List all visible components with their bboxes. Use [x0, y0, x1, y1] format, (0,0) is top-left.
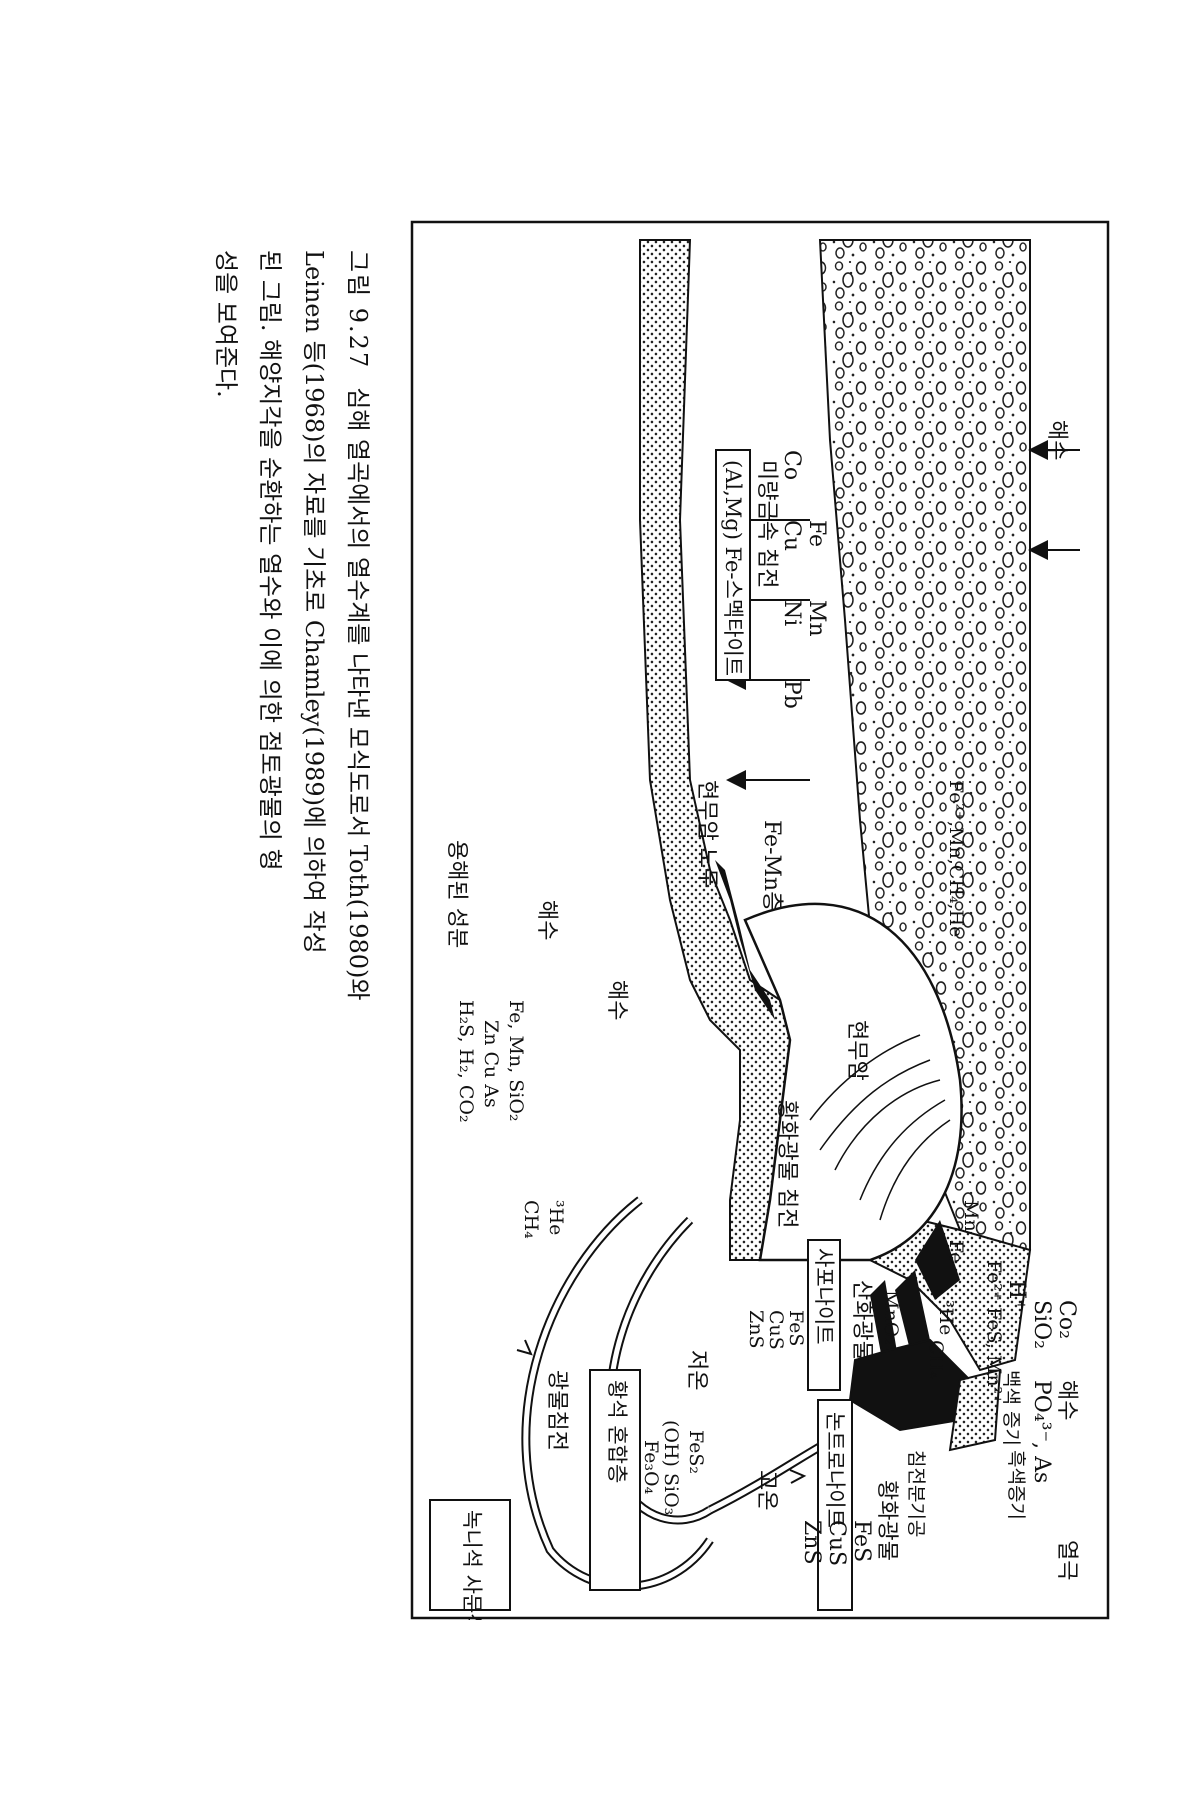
label-sulfide-zns: ZnS — [799, 1520, 824, 1565]
label-fes2: FeS₂ — [685, 1430, 707, 1474]
label-metal-co: Co — [779, 450, 804, 480]
label-metal-ni: Ni — [779, 600, 804, 626]
label-saponite: 사포나이트 — [812, 1248, 836, 1345]
anhydrite-box — [589, 1369, 641, 1591]
label-fes-mn: Fe²⁺ FeS, Mn²⁺ — [983, 1260, 1005, 1404]
label-seawater-flow2: 해수 — [534, 900, 559, 940]
figure-caption: 그림 9.27 심해 열곡에서의 열수계를 나타낸 모식도로서 Toth(1980… — [204, 250, 380, 1610]
fe-smectite-box — [715, 449, 751, 681]
label-po4-as: PO₄³⁻, As — [1029, 1380, 1054, 1483]
caption-text-1: 심해 열곡에서의 열수계를 나타낸 모식도로서 Toth(1980)와 — [344, 387, 372, 1001]
sulfide-streaks — [915, 1220, 960, 1300]
label-nontronite: 논트로나이트 — [823, 1412, 847, 1528]
label-crust-gases: Fe²⁺,Mn,CH₄,He — [945, 780, 967, 937]
rotated-content: 해수 미량금속 침전 Fe Mn Cu Ni Pb Co (Al,Mg) Fe-… — [210, 220, 1110, 1620]
label-high-temp: 고온 — [754, 1470, 779, 1510]
label-mno2: MnO₂ — [880, 1290, 902, 1345]
label-oh-sio3: (OH) SiO₃ — [660, 1420, 682, 1515]
label-ch4: CH₄ — [925, 1340, 947, 1379]
label-fe3o4: Fe₃O₄ — [640, 1440, 662, 1495]
label-ch4-deep: CH₄ — [520, 1200, 542, 1239]
label-metal-cu: Cu — [779, 520, 804, 551]
figure-number: 그림 9.27 — [344, 250, 372, 370]
label-sulfide-top: 황화광물 — [874, 1480, 899, 1561]
label-dissolved: 용해된 성분 — [444, 840, 469, 948]
caption-line-2: Leinen 등(1968)의 자료를 기초로 Chamley(1989)에 의… — [300, 250, 328, 954]
label-sio2: SiO₂ — [1029, 1300, 1054, 1349]
label-mineral-precip: 광물침전 — [544, 1370, 569, 1451]
caption-line-3: 된 그림. 해양지각을 순환하는 열수와 이에 의한 점토광물의 형 — [256, 250, 284, 871]
label-seawater-flow1: 해수 — [604, 980, 629, 1020]
label-fluid-comp-1: Fe, Mn, SiO₂ — [505, 1000, 527, 1122]
label-basalt: 현무암 — [844, 1020, 869, 1081]
label-sulfide-cus: CuS — [824, 1520, 849, 1566]
label-basalt-outcrop: 현무암 노두 — [694, 780, 719, 888]
label-white-vapor: 백색 증기 — [1000, 1370, 1022, 1446]
label-fe: Fe — [945, 1240, 967, 1263]
label-metal-fe: Fe — [804, 520, 829, 547]
label-mn: Mn — [960, 1200, 982, 1232]
basalt-profile — [639, 239, 792, 1261]
label-sulfide-fes: FeS — [849, 1520, 874, 1562]
atacamite-box — [429, 1499, 511, 1611]
label-h-plus: H⁺ — [1004, 1280, 1029, 1311]
nontronite-box — [817, 1399, 853, 1611]
hydrothermal-diagram: 해수 미량금속 침전 Fe Mn Cu Ni Pb Co (Al,Mg) Fe-… — [410, 220, 1110, 1620]
saponite-box — [807, 1239, 841, 1391]
label-anhydrite-mix: 황석 혼합층 — [605, 1380, 629, 1483]
label-precip-chimney: 침전분기공 — [905, 1450, 927, 1537]
label-seawater-top: 해수 — [1054, 1380, 1079, 1420]
label-fluid-comp-3: H₂S, H₂, CO₂ — [455, 1000, 477, 1123]
label-rift: 열극 — [1054, 1540, 1079, 1580]
label-sulfide-precip: 황화광물 침전 — [774, 1100, 799, 1228]
basalt-dome — [743, 902, 963, 1262]
caption-line-4: 성을 보여준다. — [212, 250, 240, 398]
label-trace-metal-precip: 미량금속 침전 — [754, 460, 779, 588]
label-saponite-cus: CuS — [765, 1310, 787, 1350]
label-fluid-comp-2: Zn Cu As — [480, 1020, 502, 1108]
caption-line-1: 그림 9.27 심해 열곡에서의 열수계를 나타낸 모식도로서 Toth(1980… — [336, 250, 380, 1610]
label-saponite-fes: FeS — [785, 1310, 807, 1346]
label-low-temp: 저온 — [684, 1350, 709, 1390]
label-co2: Co₂ — [1054, 1300, 1079, 1339]
label-black-vapor: 흑색증기 — [1005, 1450, 1027, 1520]
label-fe-smectite: (Al,Mg) Fe-스멕타이트 — [721, 460, 745, 676]
label-seawater-left: 해수 — [1044, 420, 1069, 460]
fe-mn-layer — [715, 860, 775, 1020]
label-oxide-minerals: 산화광물 — [849, 1280, 874, 1361]
label-metal-pb: Pb — [779, 680, 804, 709]
label-metal-mn: Mn — [804, 600, 829, 637]
label-fe-mn-layer: Fe-Mn층 — [759, 820, 784, 911]
label-atacamite: 녹니석 사문석 — [460, 1510, 484, 1620]
label-he: ³He — [935, 1300, 957, 1335]
label-he3-deep: ³He — [545, 1200, 567, 1235]
label-saponite-zns: ZnS — [745, 1310, 767, 1348]
